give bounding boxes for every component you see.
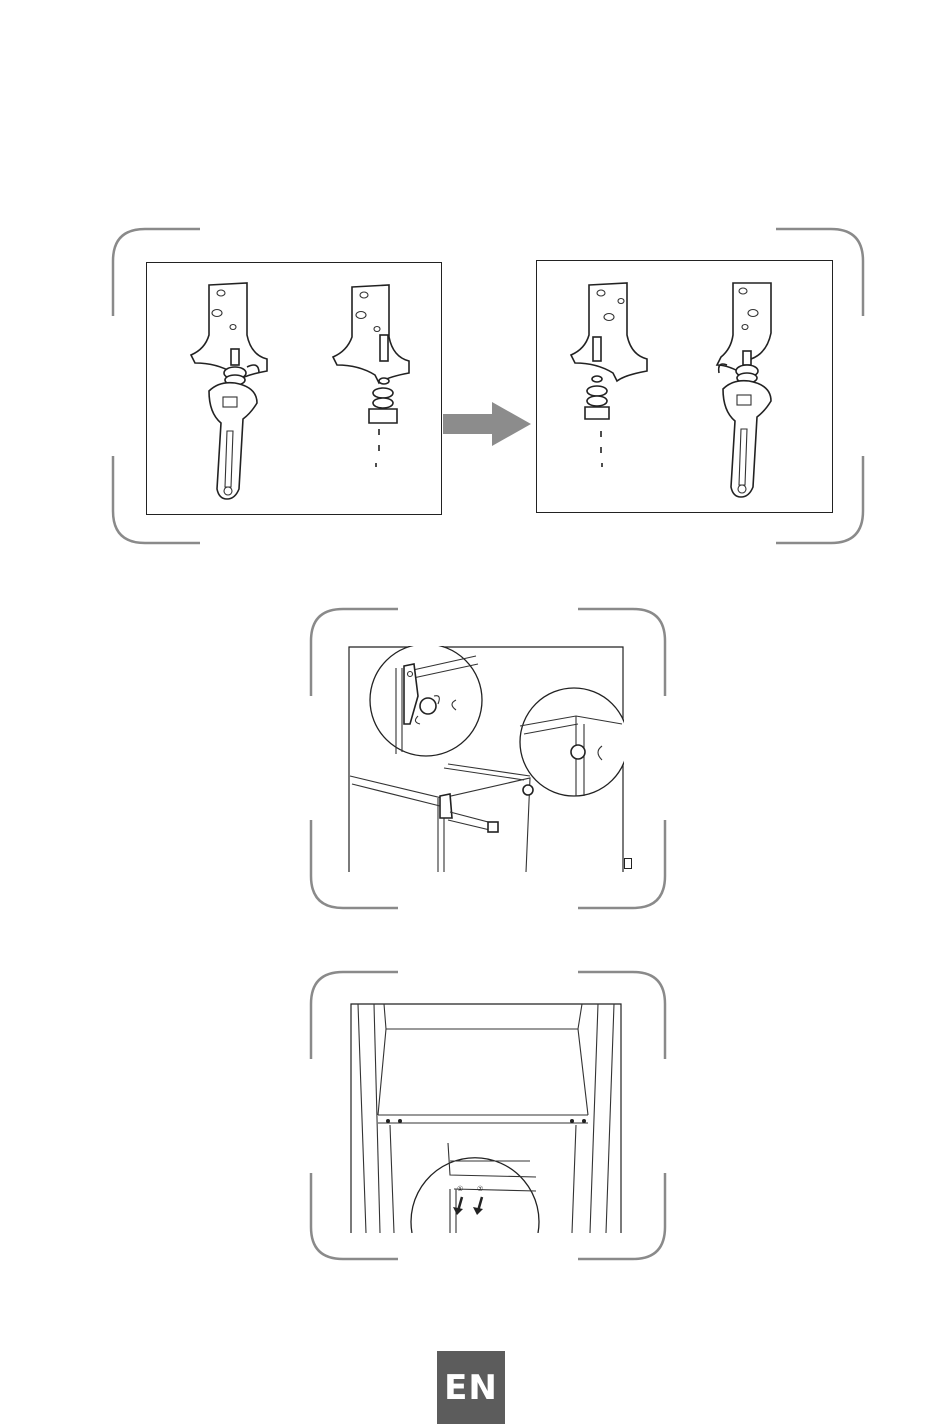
hinge-panel-after bbox=[536, 260, 833, 513]
hinge-after-drawing bbox=[537, 261, 832, 512]
figure-cabinet-interior: ① ② bbox=[0, 955, 950, 1275]
callout-1: ① bbox=[457, 1185, 463, 1193]
hinge-bracket-4 bbox=[717, 283, 771, 383]
wrench-icon-2 bbox=[719, 364, 771, 497]
arrow-right-icon bbox=[443, 402, 531, 446]
footnote-mark bbox=[624, 858, 632, 869]
hinge-before-drawing bbox=[147, 263, 441, 514]
cabinet-interior-drawing: ① ② bbox=[350, 1003, 622, 1233]
figure-hinge-swap bbox=[0, 0, 950, 560]
hinge-bracket-1 bbox=[191, 283, 267, 385]
hinge-bracket-2 bbox=[333, 285, 409, 467]
door-adjust-drawing bbox=[348, 646, 624, 872]
callout-2: ② bbox=[477, 1185, 483, 1193]
hinge-bracket-3 bbox=[571, 283, 647, 467]
language-tab: EN bbox=[437, 1351, 505, 1424]
hinge-panel-before bbox=[146, 262, 442, 515]
wrench-icon-1 bbox=[209, 365, 259, 499]
figure-door-adjust bbox=[0, 590, 950, 930]
